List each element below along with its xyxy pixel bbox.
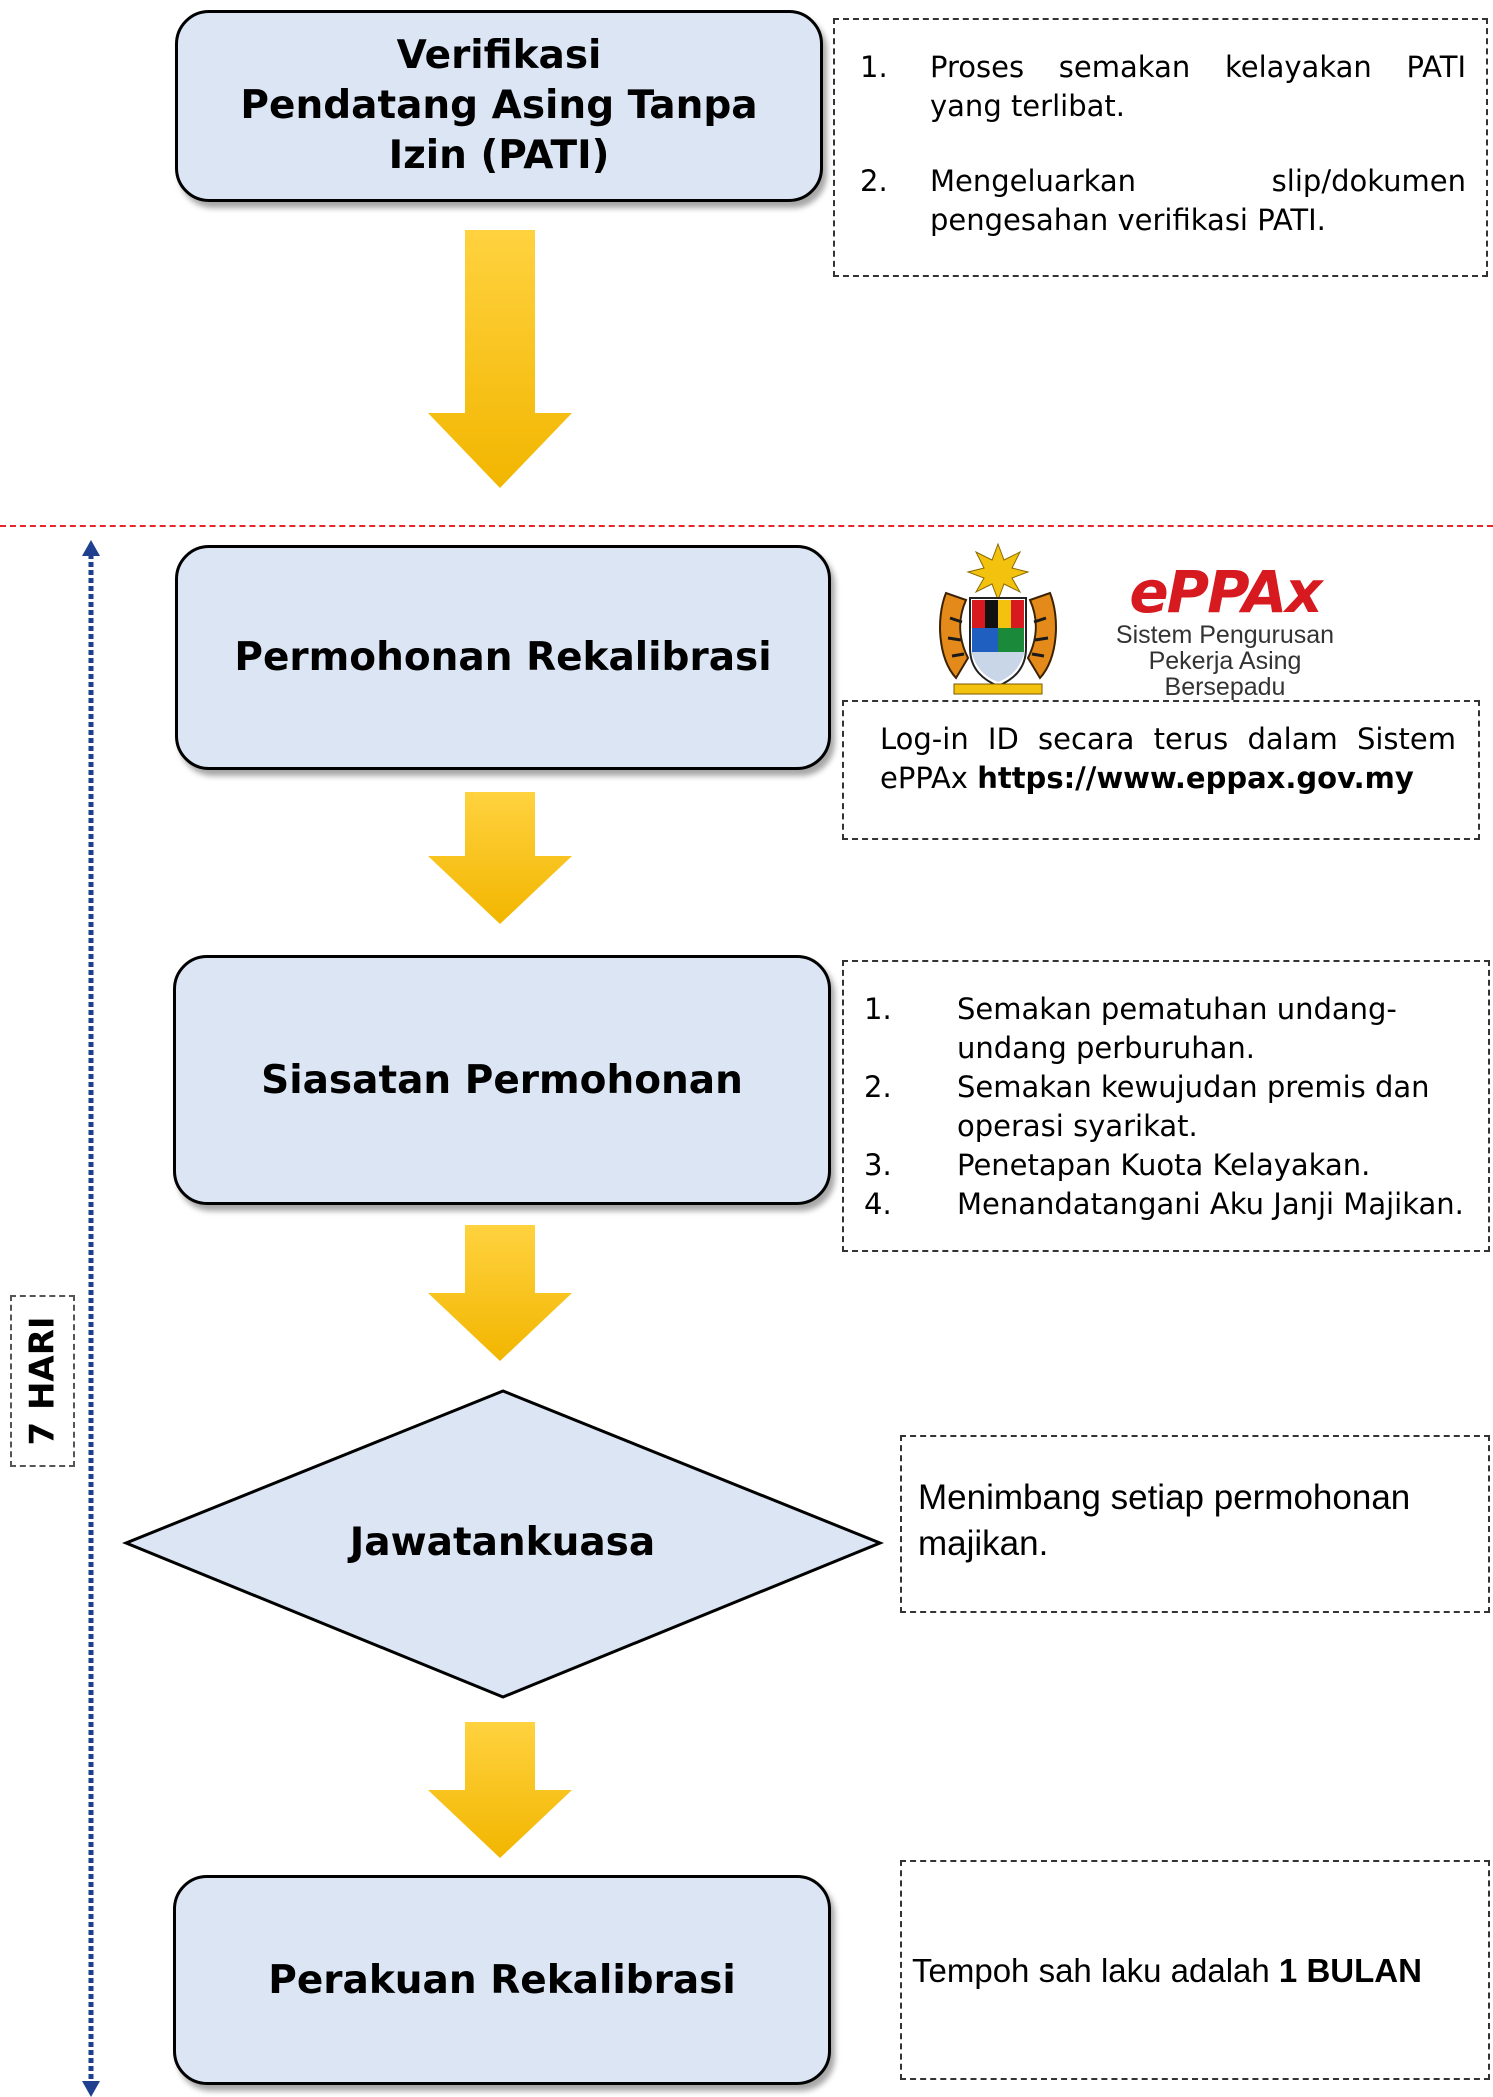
note-siasatan-item: 3. Penetapan Kuota Kelayakan. <box>864 1146 1476 1185</box>
step-jawatankuasa <box>122 1389 884 1699</box>
step-verifikasi-line1: Verifikasi <box>396 33 602 78</box>
step-permohonan-label: Permohonan Rekalibrasi <box>234 635 772 680</box>
step-verifikasi-line3: Izin (PATI) <box>388 133 610 178</box>
login-instruction: Log-in ID secara terus dalam Sistem ePPA… <box>880 722 1456 795</box>
validity-period: 1 BULAN <box>1278 1952 1422 1989</box>
note-verifikasi: 1. Proses semakan kelayakan PATI yang te… <box>833 18 1488 277</box>
note-permohonan: Log-in ID secara terus dalam Sistem ePPA… <box>842 700 1480 840</box>
note-permohonan-text: Log-in ID secara terus dalam Sistem ePPA… <box>880 720 1456 798</box>
item-text: Penetapan Kuota Kelayakan. <box>957 1148 1371 1182</box>
item-text: Semakan kewujudan premis dan operasi sya… <box>957 1070 1430 1143</box>
eppax-url-link[interactable]: https://www.eppax.gov.my <box>977 761 1414 795</box>
note-siasatan-item: 2. Semakan kewujudan premis dan operasi … <box>864 1068 1476 1146</box>
note-jawatankuasa: Menimbang setiap permohonan majikan. <box>900 1435 1490 1613</box>
step-siasatan: Siasatan Permohonan <box>173 955 831 1205</box>
item-number: 3. <box>864 1148 892 1182</box>
timeline-label-box: 7 HARI <box>10 1295 75 1467</box>
eppax-tagline-1: Sistem Pengurusan <box>1115 621 1335 649</box>
note-siasatan-item: 1. Semakan pematuhan undang-undang perbu… <box>864 990 1476 1068</box>
item-number: 1. <box>860 50 888 84</box>
item-text: Menandatangani Aku Janji Majikan. <box>957 1187 1464 1221</box>
note-jawatankuasa-text: Menimbang setiap permohonan majikan. <box>918 1478 1411 1563</box>
item-text: Proses semakan kelayakan PATI yang terli… <box>930 50 1466 123</box>
eppax-logo: ePPAx Sistem Pengurusan Pekerja Asing Be… <box>1090 562 1360 700</box>
arrow-down-icon <box>428 792 572 924</box>
arrow-down-icon <box>428 230 572 488</box>
step-verifikasi-line2: Pendatang Asing Tanpa <box>240 83 758 128</box>
step-jawatankuasa-label: Jawatankuasa <box>349 1520 656 1565</box>
step-perakuan: Perakuan Rekalibrasi <box>173 1875 831 2085</box>
note-perakuan: Tempoh sah laku adalah 1 BULAN <box>900 1860 1490 2080</box>
item-text: Mengeluarkan slip/dokumen pengesahan ver… <box>930 164 1466 237</box>
step-permohonan: Permohonan Rekalibrasi <box>175 545 831 770</box>
step-siasatan-label: Siasatan Permohonan <box>261 1057 743 1103</box>
note-verifikasi-item: 2. Mengeluarkan slip/dokumen pengesahan … <box>860 162 1466 240</box>
item-number: 1. <box>864 992 892 1026</box>
step-verifikasi: Verifikasi Pendatang Asing Tanpa Izin (P… <box>175 10 823 202</box>
item-number: 2. <box>860 164 888 198</box>
item-number: 4. <box>864 1187 892 1221</box>
item-number: 2. <box>864 1070 892 1104</box>
arrow-down-icon <box>428 1225 572 1361</box>
section-divider <box>0 525 1493 527</box>
eppax-tagline-2: Pekerja Asing Bersepadu <box>1148 647 1302 701</box>
timeline-label: 7 HARI <box>22 1316 63 1446</box>
timeline-arrow <box>82 540 100 2097</box>
note-siasatan-item: 4. Menandatangani Aku Janji Majikan. <box>864 1185 1476 1224</box>
note-siasatan: 1. Semakan pematuhan undang-undang perbu… <box>842 960 1490 1252</box>
validity-text: Tempoh sah laku adalah <box>912 1952 1279 1989</box>
note-verifikasi-item: 1. Proses semakan kelayakan PATI yang te… <box>860 48 1466 126</box>
arrow-down-icon <box>428 1722 572 1858</box>
item-text: Semakan pematuhan undang-undang perburuh… <box>957 992 1397 1065</box>
jata-negara-logo <box>939 542 1057 695</box>
step-perakuan-label: Perakuan Rekalibrasi <box>268 1957 736 2003</box>
eppax-brand: ePPAx <box>1129 558 1322 626</box>
